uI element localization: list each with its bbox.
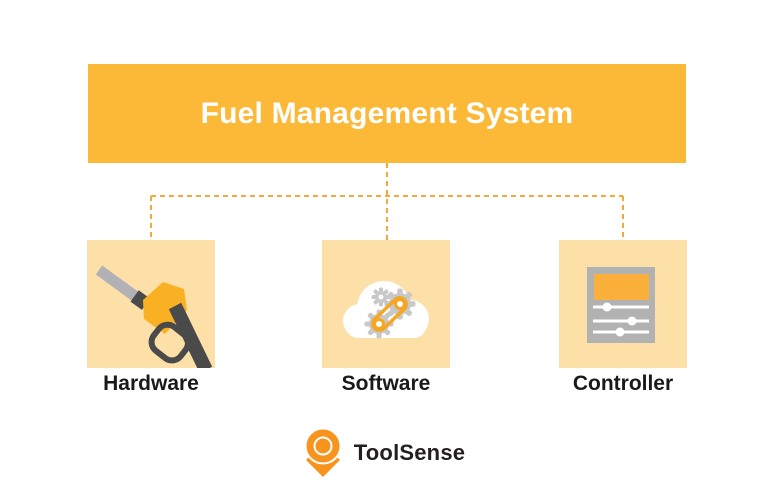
fuel-nozzle-icon: [95, 265, 213, 368]
software-node: [322, 240, 450, 368]
hardware-node: [87, 240, 215, 368]
fuel-management-system-node: Fuel Management System: [88, 64, 686, 163]
brand-footer: ToolSense: [0, 425, 768, 480]
controller-sliders-icon: [587, 267, 655, 343]
cloud-gears-icon: [343, 281, 429, 339]
software-label: Software: [341, 372, 431, 395]
hardware-label: Hardware: [103, 372, 199, 395]
controller-node: [559, 240, 687, 368]
brand-name: ToolSense: [353, 439, 466, 465]
controller-label: Controller: [572, 372, 674, 395]
map-pin-icon: [304, 427, 342, 477]
page-title: Fuel Management System: [200, 96, 574, 130]
